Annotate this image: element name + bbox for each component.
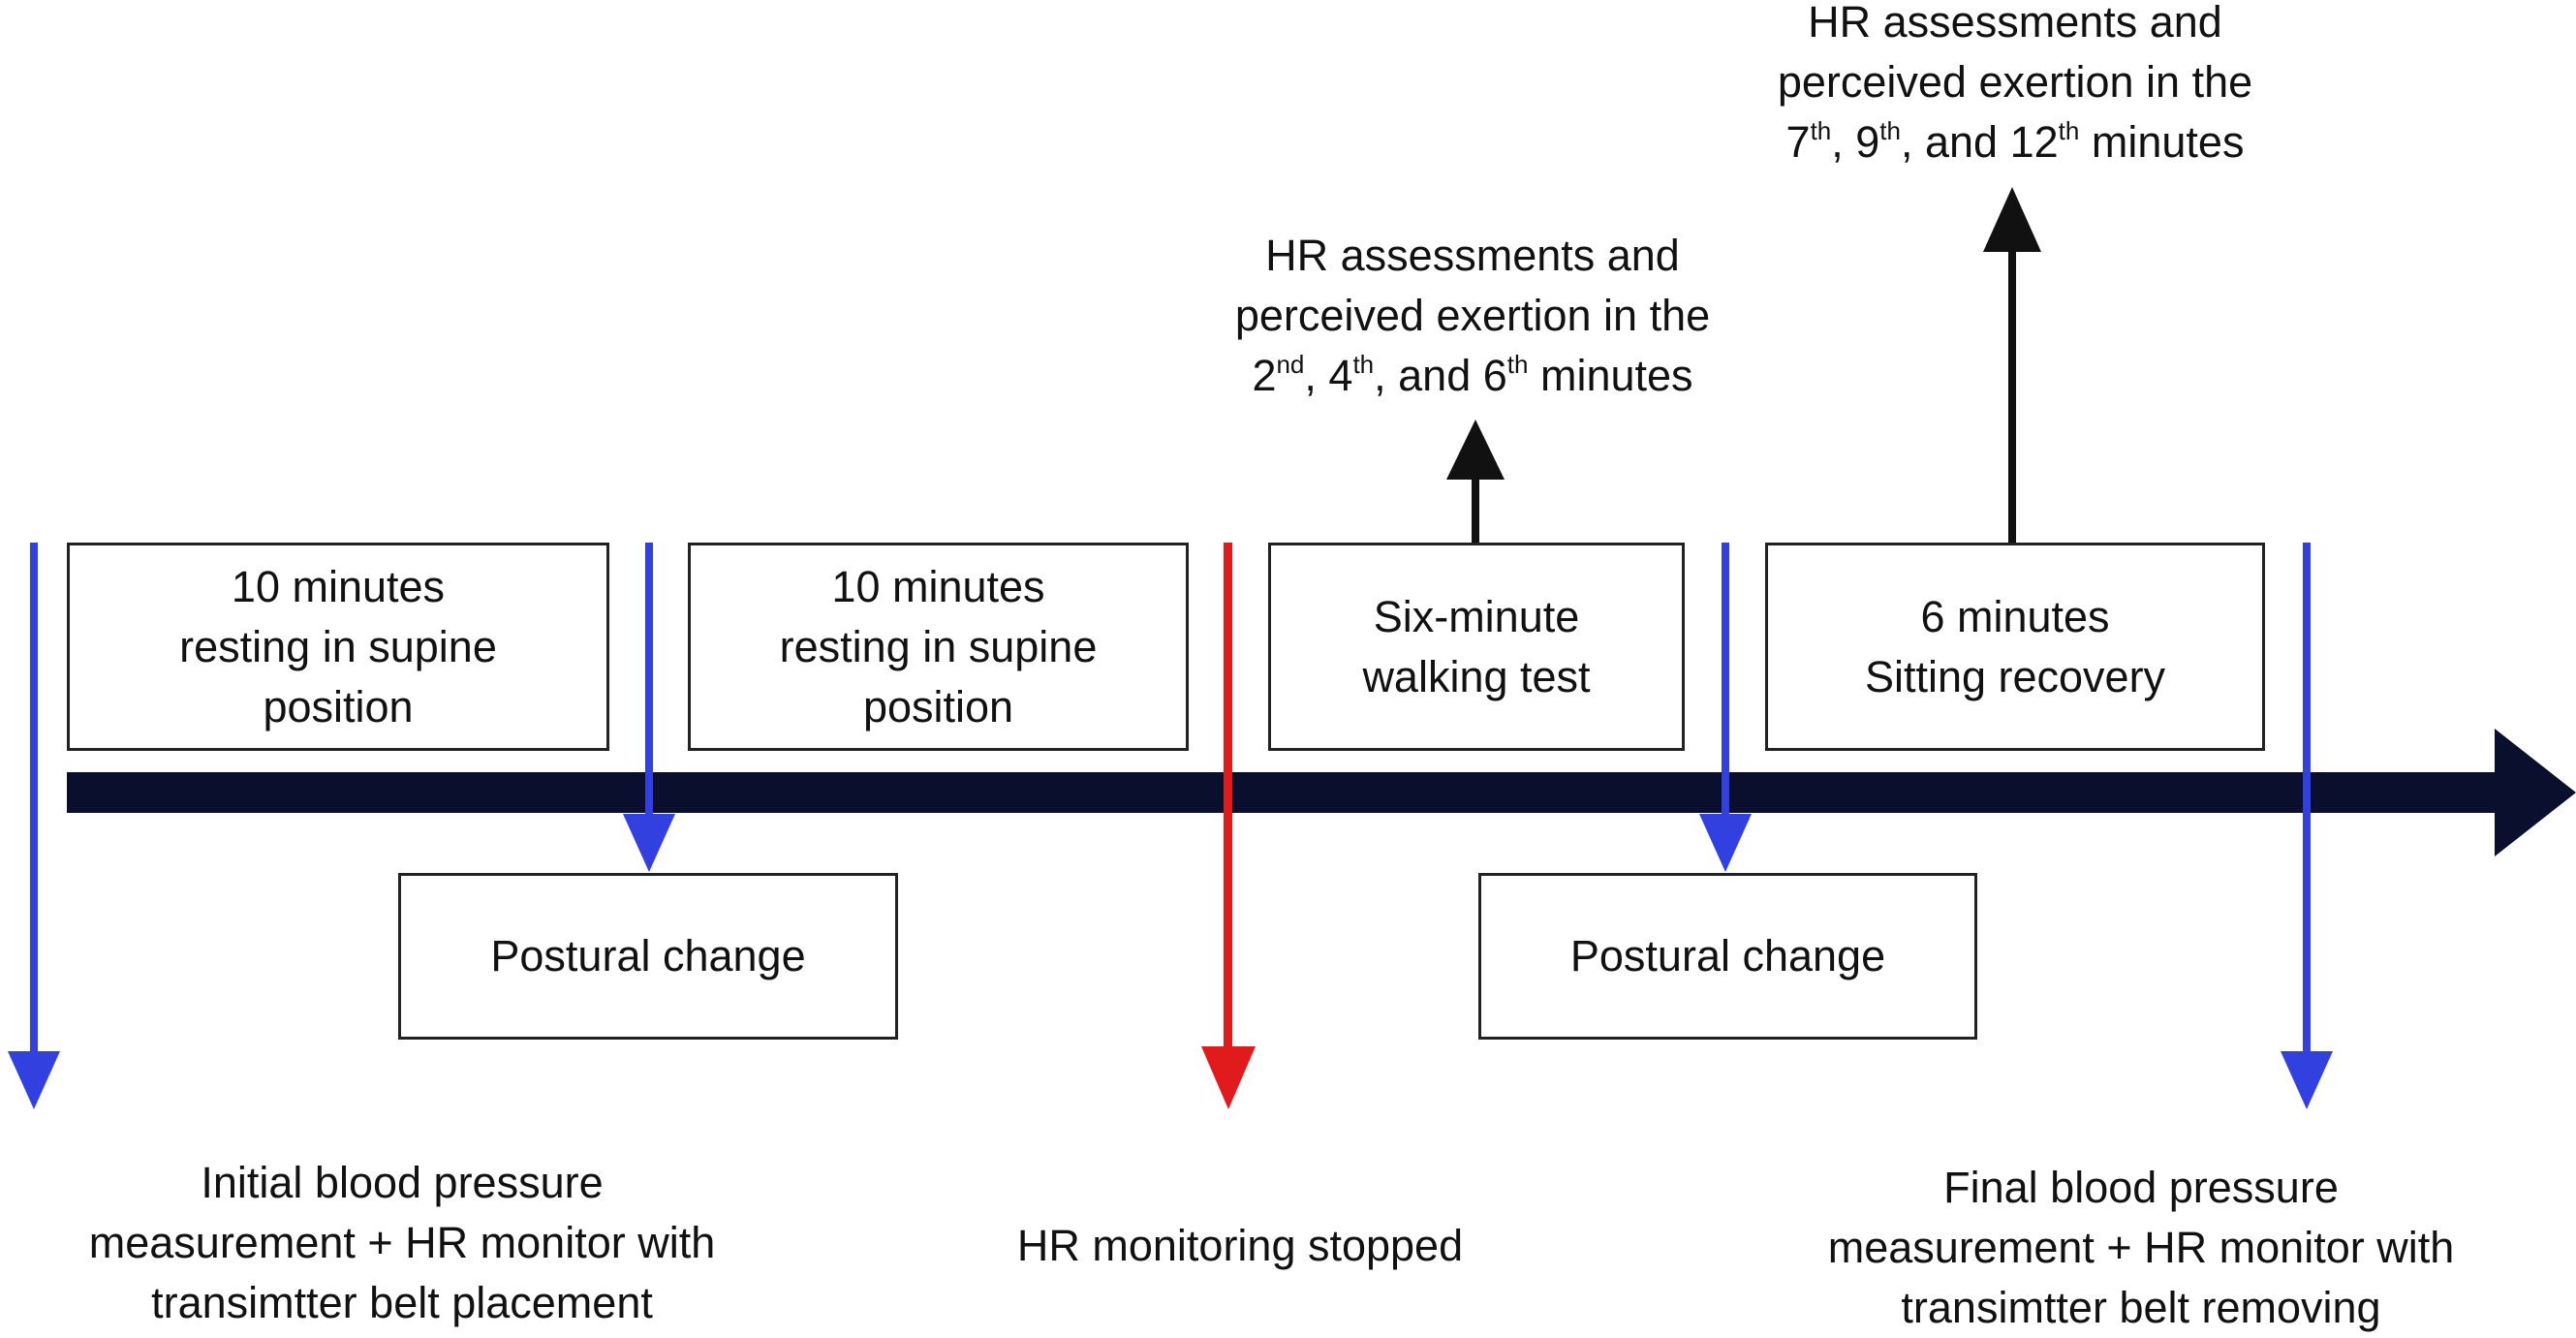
- hr-stopped-label: HR monitoring stopped: [949, 1216, 1531, 1276]
- rest-box-1: 10 minutes resting in supine position: [67, 543, 609, 751]
- blue-arrow-start: [8, 543, 60, 1109]
- recovery-sup-2: th: [1879, 116, 1901, 145]
- recovery-assess-line-3: 7th, 9th, and 12th minutes: [1785, 116, 2245, 167]
- recovery-sup-1: th: [1810, 116, 1832, 145]
- initial-bp-line-3: transimtter belt placement: [151, 1278, 653, 1327]
- walking-test-box: Six-minute walking test: [1268, 543, 1685, 751]
- black-arrow-recovery-assess: [1983, 187, 2041, 543]
- final-bp-line-1: Final blood pressure: [1943, 1163, 2339, 1212]
- walk-sup-3: th: [1506, 350, 1529, 379]
- black-arrow-walk-assess: [1446, 420, 1505, 543]
- recovery-sup-3: th: [2058, 116, 2080, 145]
- sitting-recovery-box: 6 minutes Sitting recovery: [1765, 543, 2265, 751]
- walk-num-3: 6: [1482, 351, 1507, 400]
- recovery-assess-line-2: perceived exertion in the: [1777, 57, 2253, 107]
- walk-assess-line-3: 2nd, 4th, and 6th minutes: [1252, 350, 1693, 400]
- final-bp-label: Final blood pressure measurement + HR mo…: [1744, 1158, 2538, 1338]
- postural-change-box-2: Postural change: [1478, 873, 1977, 1040]
- recovery-num-1: 7: [1785, 117, 1811, 167]
- recovery-num-3: 12: [2009, 117, 2059, 167]
- timeline-bar: [67, 772, 2508, 813]
- walk-unit: minutes: [1539, 351, 1693, 400]
- initial-bp-line-1: Initial blood pressure: [201, 1158, 604, 1207]
- walk-num-2: 4: [1328, 351, 1353, 400]
- rest-box-2: 10 minutes resting in supine position: [688, 543, 1189, 751]
- final-bp-line-3: transimtter belt removing: [1901, 1283, 2381, 1332]
- recovery-num-2: 9: [1855, 117, 1880, 167]
- recovery-assess-line-1: HR assessments and: [1808, 0, 2222, 47]
- walk-assess-line-2: perceived exertion in the: [1234, 291, 1711, 340]
- blue-arrow-end: [2281, 543, 2333, 1109]
- hr-stopped-text: HR monitoring stopped: [1016, 1221, 1464, 1270]
- red-arrow-hr-stopped: [1201, 543, 1256, 1109]
- blue-arrow-postural-2: [1699, 543, 1752, 872]
- final-bp-line-2: measurement + HR monitor with: [1827, 1223, 2455, 1272]
- recovery-and: and: [1925, 117, 1999, 167]
- walk-sup-1: nd: [1276, 350, 1305, 379]
- recovery-unit: minutes: [2091, 117, 2245, 167]
- walk-assess-line-1: HR assessments and: [1265, 231, 1680, 280]
- recovery-assessment-label: HR assessments and perceived exertion in…: [1666, 0, 2364, 172]
- blue-arrow-postural-1: [623, 543, 675, 872]
- walk-assessment-label: HR assessments and perceived exertion in…: [1143, 226, 1802, 406]
- timeline-arrowhead: [2495, 729, 2576, 856]
- walk-sup-2: th: [1352, 350, 1375, 379]
- initial-bp-line-2: measurement + HR monitor with: [88, 1218, 716, 1267]
- postural-change-box-1: Postural change: [398, 873, 898, 1040]
- walk-and: and: [1398, 351, 1472, 400]
- initial-bp-label: Initial blood pressure measurement + HR …: [10, 1153, 794, 1333]
- walk-num-1: 2: [1252, 351, 1277, 400]
